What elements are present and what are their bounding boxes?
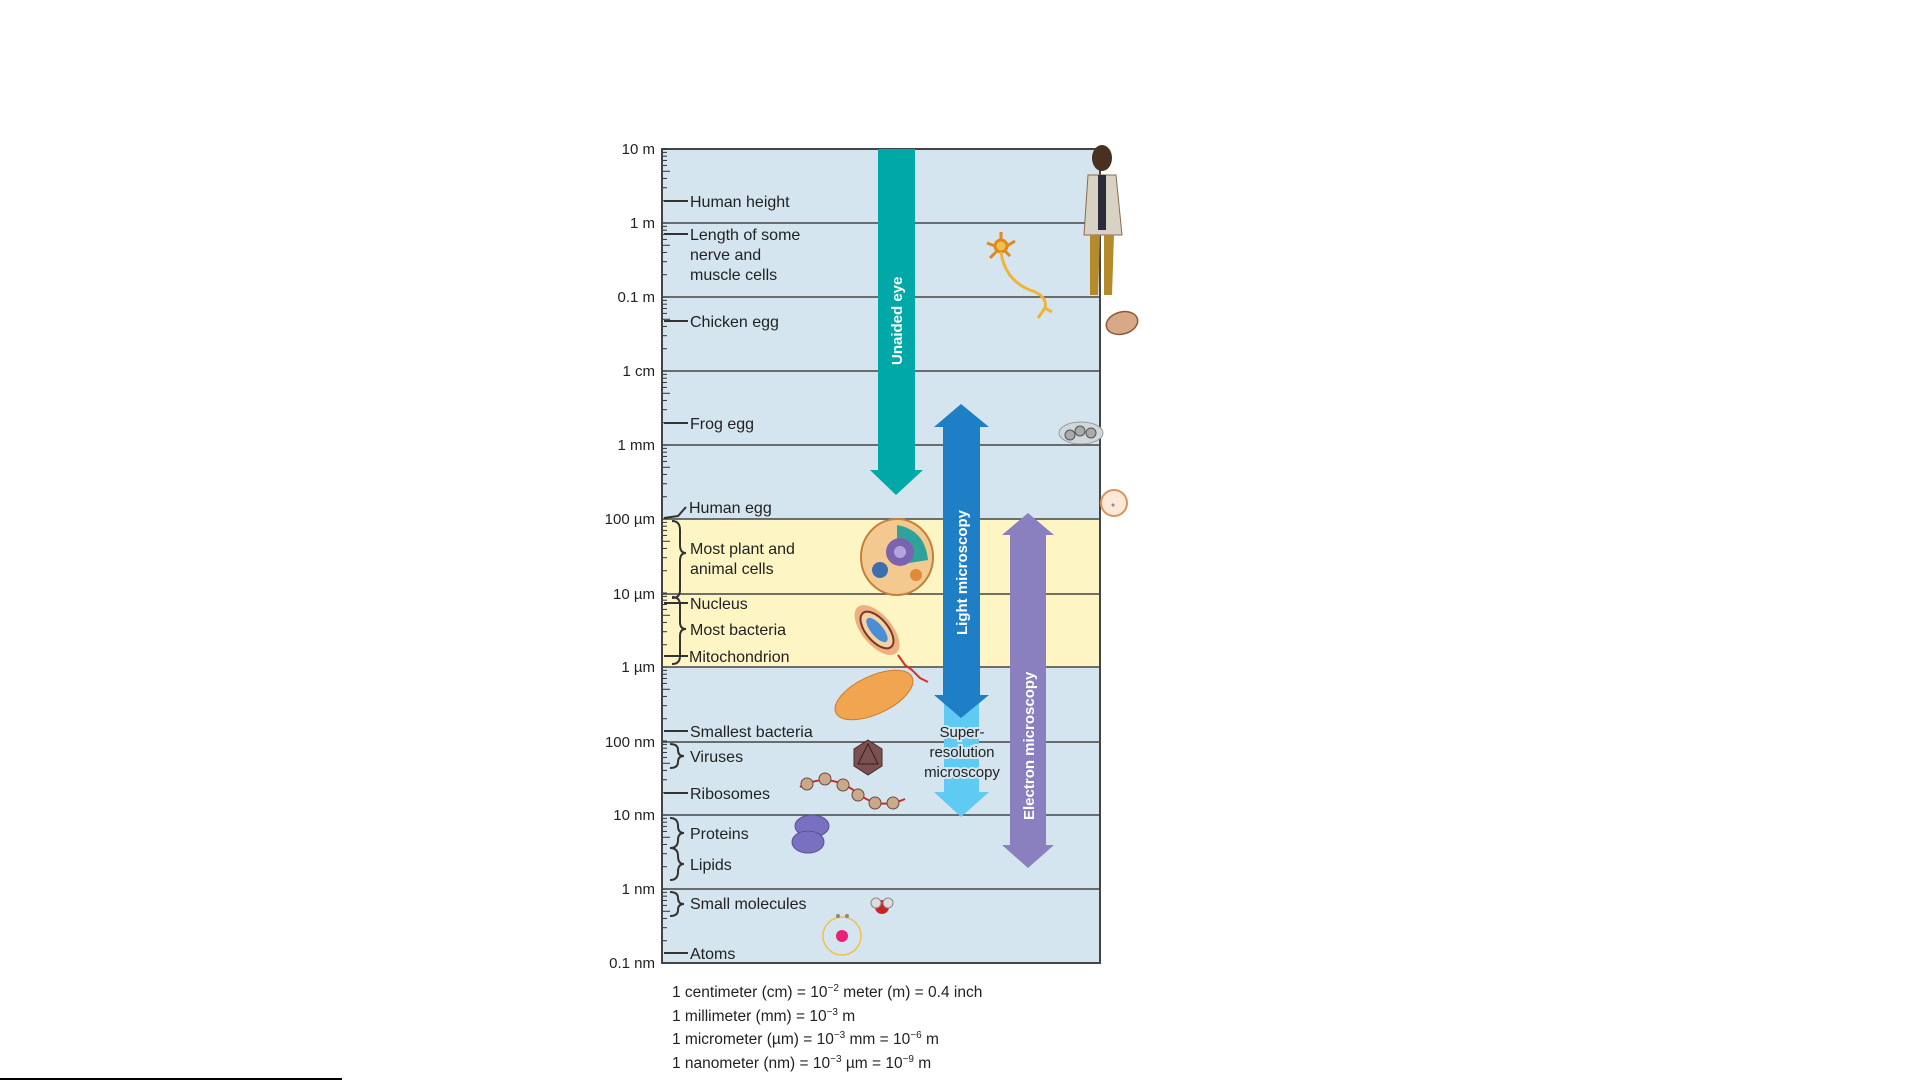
minor-ticks (663, 148, 670, 942)
mitochondrion-icon (834, 669, 914, 721)
item-labels: Human height Length of some nerve and mu… (689, 194, 813, 963)
animal-cell-icon (860, 518, 934, 596)
label-cells: Most plant and (690, 541, 795, 558)
svg-text:Super-: Super- (939, 724, 984, 741)
bracket-proteins (669, 817, 685, 849)
axis-label: 0.1 nm (609, 955, 655, 972)
label-human-height: Human height (690, 194, 790, 211)
bracket-viruses (669, 743, 685, 769)
atom-icon (822, 914, 862, 956)
label-bacteria: Most bacteria (690, 622, 786, 639)
super-resolution-label: Super- resolution microscopy (922, 722, 1002, 783)
electron-microscopy-label: Electron microscopy (1021, 671, 1038, 820)
svg-text:microscopy: microscopy (924, 764, 1000, 781)
note-line: 1 micrometer (µm) = 10−3 mm = 10−6 m (672, 1030, 939, 1049)
unaided-eye-arrow (870, 149, 923, 495)
human-figure-icon (1083, 145, 1123, 295)
axis-label: 10 m (622, 141, 655, 158)
bracket-small-molecules (669, 891, 685, 917)
axis-label: 10 µm (613, 586, 655, 603)
unaided-eye-label: Unaided eye (889, 277, 906, 365)
electron-microscopy-arrow (1002, 513, 1054, 868)
nerve-cell-icon (986, 232, 1053, 319)
note-line: 1 nanometer (nm) = 10−3 µm = 10−9 m (672, 1053, 932, 1073)
label-cells: animal cells (690, 561, 774, 578)
leader-lines (663, 200, 688, 954)
label-smallest-bacteria: Smallest bacteria (690, 724, 813, 741)
label-mitochondrion: Mitochondrion (689, 649, 790, 666)
frog-egg-icon (1058, 421, 1104, 445)
label-frog-egg: Frog egg (690, 416, 754, 433)
human-egg-icon (1100, 489, 1128, 517)
label-lipids: Lipids (690, 857, 732, 874)
label-small-molecules: Small molecules (690, 896, 806, 913)
label-nerve-cells: Length of some (690, 227, 800, 244)
chicken-egg-icon (1105, 310, 1139, 336)
note-line: 1 centimeter (cm) = 10−2 meter (m) = 0.4… (672, 983, 983, 1002)
bracket-lipids (669, 847, 685, 881)
bracket-cells (671, 520, 687, 599)
super-resolution-arrow (934, 700, 989, 817)
axis-label: 100 µm (605, 511, 655, 528)
label-atoms: Atoms (690, 946, 735, 963)
virus-icon (853, 739, 883, 776)
axis-label: 1 µm (621, 659, 655, 676)
axis-label: 1 mm (618, 437, 656, 454)
bracket-bacteria (671, 596, 687, 665)
light-microscopy-label: Light microscopy (954, 509, 971, 635)
label-human-egg: Human egg (689, 500, 772, 517)
ribosomes-icon (799, 772, 906, 810)
axis-label: 1 nm (622, 881, 655, 898)
light-microscopy-arrow (934, 404, 989, 718)
bacterium-icon (854, 605, 929, 683)
label-nucleus: Nucleus (690, 596, 748, 613)
note-line: 1 millimeter (mm) = 10−3 m (672, 1006, 856, 1025)
svg-text:resolution: resolution (929, 744, 994, 761)
axis-label: 10 nm (613, 807, 655, 824)
label-nerve-cells: muscle cells (690, 267, 777, 284)
unit-conversion-notes: 1 centimeter (cm) = 10−2 meter (m) = 0.4… (672, 979, 982, 1074)
label-proteins: Proteins (690, 826, 749, 843)
label-viruses: Viruses (690, 749, 743, 766)
small-molecule-icon (870, 897, 894, 914)
label-nerve-cells: nerve and (690, 247, 761, 264)
axis-label: 1 m (630, 215, 655, 232)
page-bottom-rule (0, 1078, 342, 1080)
axis-label: 100 nm (605, 734, 655, 751)
axis-label: 1 cm (622, 363, 655, 380)
label-ribosomes: Ribosomes (690, 786, 770, 803)
axis-labels: 10 m 1 m 0.1 m 1 cm 1 mm 100 µm 10 µm 1 … (605, 141, 655, 972)
axis-label: 0.1 m (617, 289, 655, 306)
label-chicken-egg: Chicken egg (690, 314, 779, 331)
protein-icon (791, 814, 830, 854)
